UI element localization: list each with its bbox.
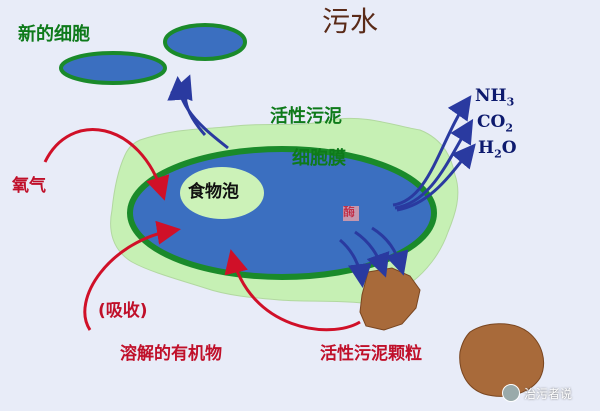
label-h2o: H2O [478, 138, 517, 161]
arrow-to-particle-1 [339, 238, 372, 288]
arrow-to-h2o [396, 143, 476, 212]
arrow-to-co2 [394, 118, 474, 210]
label-new-cells: 新的细胞 [18, 24, 90, 45]
label-food-vacuole: 食物泡 [188, 182, 239, 202]
food-vacuole [180, 167, 264, 219]
label-cell-membrane: 细胞膜 [292, 148, 346, 169]
label-nh3: NH3 [475, 86, 515, 109]
bacterial-cell [127, 146, 437, 280]
arrow-growth-to-new-cells-2 [170, 74, 207, 136]
label-dissolved-organics: 溶解的有机物 [120, 344, 222, 364]
new-cell-2 [163, 23, 247, 61]
watermark: 治污者说 [502, 384, 572, 402]
label-oxygen: 氧气 [12, 176, 46, 196]
arrow-to-particle-2 [354, 230, 390, 278]
diagram-title: 污水 [322, 5, 379, 38]
label-activated-sludge: 活性污泥 [270, 106, 342, 127]
watermark-text: 治污者说 [524, 386, 573, 401]
label-sludge-particle: 活性污泥颗粒 [320, 344, 422, 364]
label-enzyme: 酶 [343, 205, 356, 219]
arrow-absorption-in [83, 220, 181, 331]
new-cell-1 [59, 51, 167, 85]
arrow-oxygen-in [43, 128, 170, 201]
arrow-organics-from-particle [224, 249, 361, 332]
wechat-icon [502, 384, 520, 402]
label-co2: CO2 [477, 112, 513, 135]
arrow-to-particle-3 [371, 226, 409, 276]
enzyme-marker [343, 206, 359, 221]
sludge-particle-1 [359, 267, 421, 331]
label-absorption: (吸收) [98, 301, 148, 321]
arrow-to-nh3 [392, 95, 472, 207]
